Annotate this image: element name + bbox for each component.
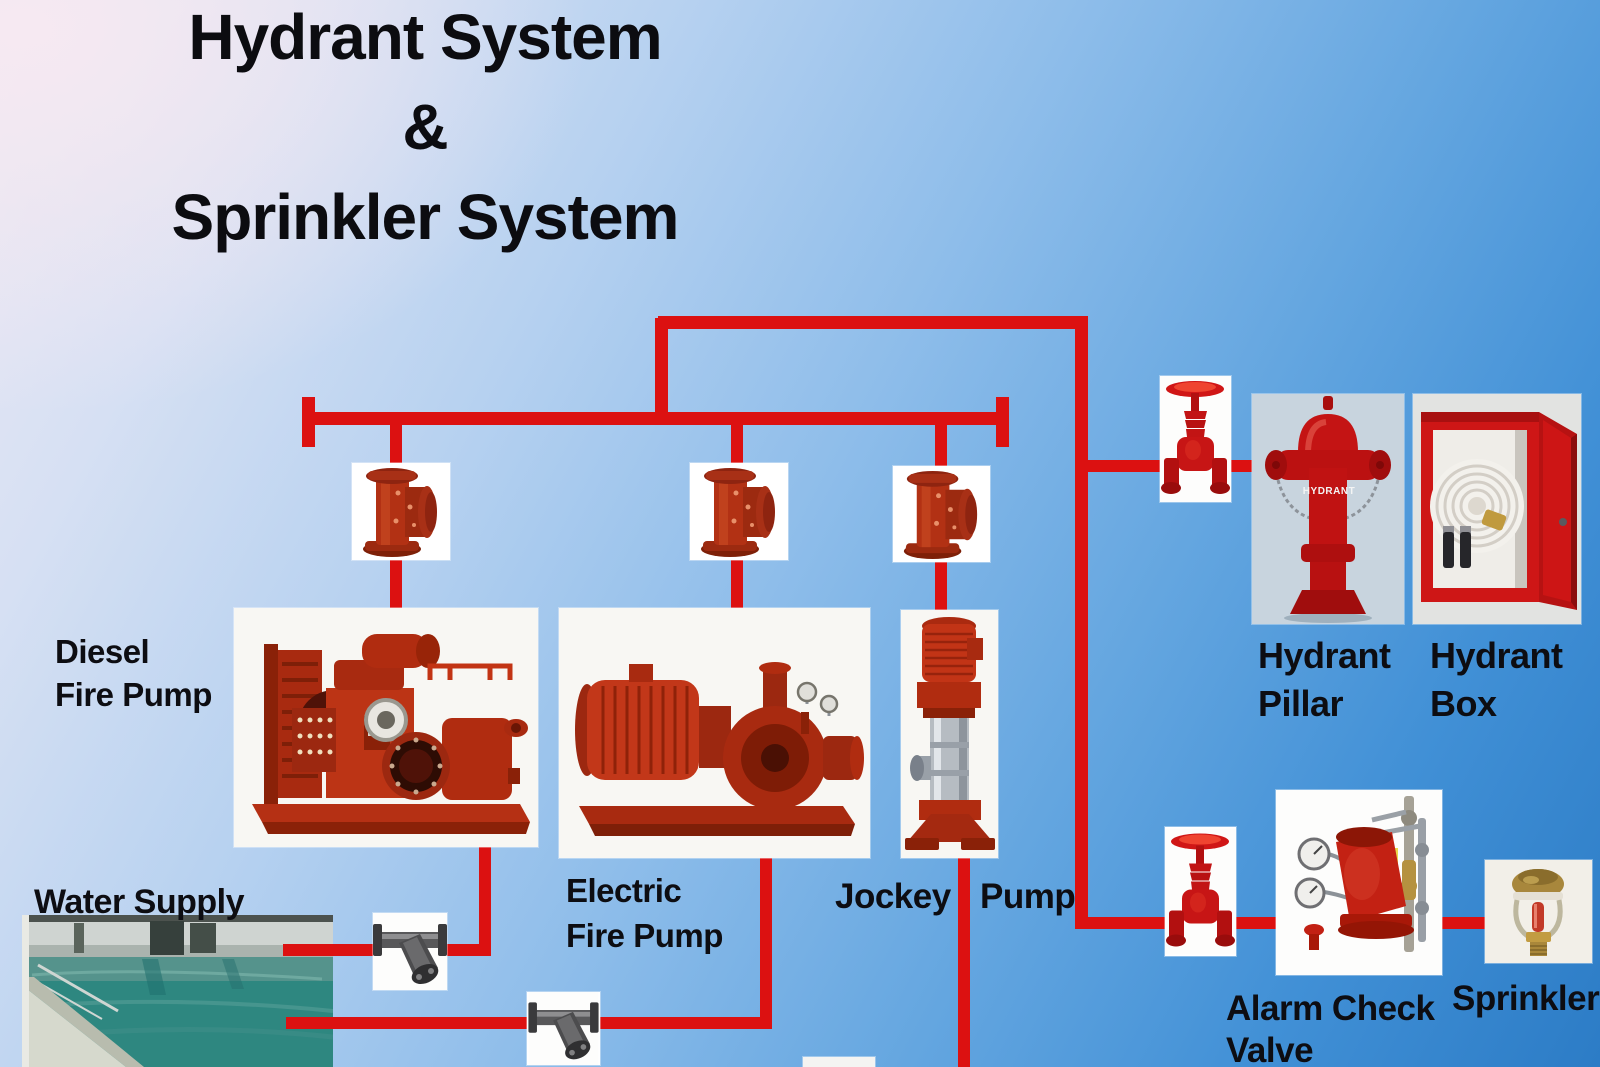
label-hydrant-box-line2: Box: [1430, 683, 1497, 724]
label-diesel-fire-pump: Diesel Fire Pump: [55, 630, 212, 716]
y-strainer-icon: [373, 913, 447, 990]
check-valve-icon: [893, 466, 990, 562]
diesel-fire-pump-image: [234, 608, 538, 847]
label-electric-line1: Electric: [566, 872, 682, 909]
label-hydrant-pillar-line1: Hydrant: [1258, 635, 1391, 676]
label-hydrant-pillar-line2: Pillar: [1258, 683, 1344, 724]
label-alarm-line2: Valve: [1226, 1031, 1314, 1067]
check-valve-icon: [690, 463, 788, 560]
pipe-top-header: [658, 316, 1088, 329]
pipe-electric-suction-v: [760, 853, 772, 1025]
hydrant-pillar-image: HYDRANT: [1252, 394, 1404, 624]
label-diesel-line2: Fire Pump: [55, 676, 212, 713]
check-valve-photo-jockey: [893, 466, 990, 562]
hydrant-box-image: [1413, 394, 1581, 624]
hydrant-pillar-photo: HYDRANT: [1252, 394, 1404, 624]
y-strainer-icon: [528, 992, 599, 1065]
label-electric-fire-pump: Electric Fire Pump: [566, 868, 723, 958]
sprinkler-head-image: [1485, 860, 1592, 963]
gate-valve-photo-sprinkler: [1165, 827, 1236, 956]
check-valve-photo-electric: [690, 463, 788, 560]
label-jockey-word2: Pump: [980, 877, 1076, 916]
gate-valve-icon: [1160, 376, 1231, 502]
pipe-manifold-end-cap-right: [996, 397, 1009, 447]
diesel-fire-pump-photo: [234, 608, 538, 847]
water-supply-photo: [22, 915, 333, 1067]
alarm-check-valve-image: [1276, 790, 1442, 975]
electric-fire-pump-photo: [559, 608, 870, 858]
pipe-manifold-end-cap-left: [302, 397, 315, 447]
hydrant-marking-text: HYDRANT: [1303, 486, 1355, 497]
label-water-supply: Water Supply: [34, 883, 245, 921]
y-strainer-photo-2: [527, 992, 600, 1065]
label-jockey-word1: Jockey: [835, 877, 951, 916]
pipe-top-header-down-leg: [655, 318, 668, 424]
pipe-right-main-riser: [1075, 316, 1088, 929]
label-sprinkler: Sprinkler: [1452, 979, 1600, 1018]
y-strainer-photo-1: [373, 913, 447, 990]
partial-photo-bottom-edge: [803, 1057, 875, 1067]
label-alarm-line1: Alarm Check: [1226, 989, 1435, 1028]
pipe-diesel-suction-v: [479, 843, 491, 955]
pipe-pump-manifold: [303, 412, 1009, 425]
electric-fire-pump-image: [559, 608, 870, 858]
water-pool-image: [22, 915, 333, 1067]
title-line-2: &: [402, 91, 448, 163]
gate-valve-icon: [1165, 828, 1236, 955]
jockey-pump-image: [901, 610, 998, 858]
hydrant-box-photo: [1413, 394, 1581, 624]
gate-valve-photo-hydrant: [1160, 376, 1231, 502]
pipe-jockey-discharge-down: [958, 853, 970, 1067]
label-hydrant-box: Hydrant Box: [1430, 632, 1563, 728]
check-valve-icon: [352, 463, 450, 560]
label-hydrant-pillar: Hydrant Pillar: [1258, 632, 1391, 728]
page-title: Hydrant System & Sprinkler System: [145, 0, 705, 262]
title-line-3: Sprinkler System: [171, 181, 680, 253]
check-valve-photo-diesel: [352, 463, 450, 560]
sprinkler-head-photo: [1485, 860, 1592, 963]
title-line-1: Hydrant System: [188, 1, 662, 73]
label-alarm-check-valve: Alarm Check Valve: [1226, 988, 1435, 1067]
label-hydrant-box-line1: Hydrant: [1430, 635, 1563, 676]
alarm-check-valve-photo: [1276, 790, 1442, 975]
label-electric-line2: Fire Pump: [566, 917, 723, 954]
label-diesel-line1: Diesel: [55, 633, 150, 670]
jockey-pump-photo: [901, 610, 998, 858]
